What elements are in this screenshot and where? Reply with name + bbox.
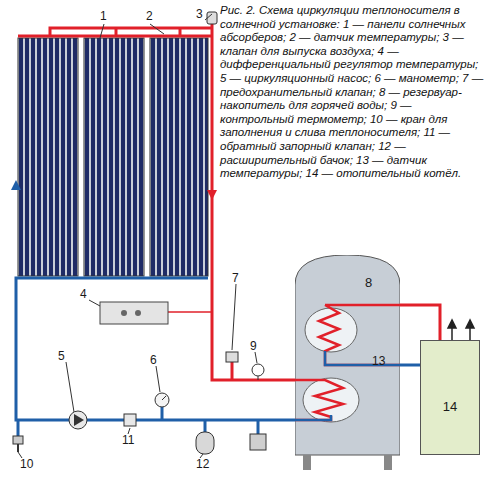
callout-number: 7 — [232, 272, 239, 285]
pump — [69, 411, 87, 429]
solar-panels — [18, 38, 208, 276]
safety-valve — [226, 352, 238, 362]
manometer — [155, 393, 169, 407]
node-number: 14 — [443, 399, 457, 414]
pipe-connector — [400, 305, 440, 340]
figure-caption: Рис. 2. Схема циркуляции теплоносителя в… — [220, 4, 486, 181]
flow-arrow — [207, 190, 217, 200]
callout-number: 6 — [150, 354, 157, 367]
flow-arrow — [11, 180, 21, 190]
boiler-box: 14 — [420, 340, 480, 455]
expansion-tank — [196, 432, 214, 454]
callout-number: 11 — [122, 434, 134, 447]
callout-number: 3 — [196, 8, 203, 21]
node-number: 8 — [365, 275, 372, 290]
air-valve — [207, 12, 217, 24]
callout-number: 4 — [80, 288, 87, 301]
pipe-connector — [400, 364, 420, 367]
thermometer — [252, 364, 264, 380]
callout-number: 13 — [372, 355, 385, 368]
regulator-box — [100, 302, 168, 324]
callout-number: 10 — [20, 458, 33, 471]
drain-box — [250, 434, 266, 450]
callout-number: 9 — [250, 340, 257, 353]
callout-number: 2 — [146, 10, 153, 23]
cold-pipes — [16, 278, 300, 436]
drain-tap — [13, 436, 23, 452]
callout-number: 1 — [100, 10, 107, 23]
check-valve — [124, 414, 136, 426]
callout-number: 5 — [58, 350, 65, 363]
boiler-outlets — [448, 320, 474, 340]
callout-number: 12 — [196, 458, 209, 471]
